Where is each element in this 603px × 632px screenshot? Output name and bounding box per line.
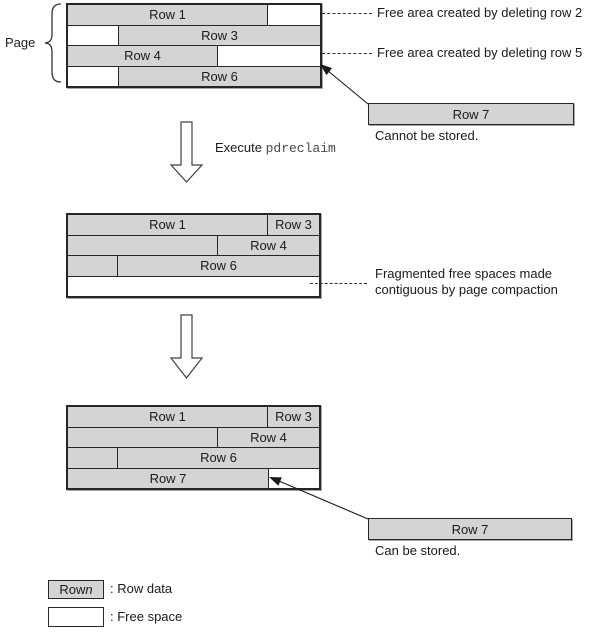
row-3-cell: Row 3 (267, 215, 319, 235)
leader-free-space (310, 283, 367, 284)
page-stage1: Row 1 Row 3 Row 4 Row 6 (66, 3, 322, 88)
annotation-fragmented-line2: contiguous by page compaction (375, 282, 558, 297)
stage2-line3: Row 6 (68, 255, 319, 276)
free-area-row5 (217, 46, 320, 66)
stage3-line2: Row 4 (68, 426, 319, 447)
down-block-arrow-1 (169, 121, 204, 183)
free-area-row2 (267, 5, 320, 25)
stage1-line2: Row 3 (68, 24, 320, 45)
page-brace (44, 3, 62, 83)
stage3-line3: Row 6 (68, 447, 319, 468)
stage2-line4 (68, 275, 319, 296)
row-6-cell: Row 6 (117, 448, 319, 468)
caption-can-be-stored: Can be stored. (375, 543, 461, 558)
row-3-continued-cell (68, 235, 217, 255)
free-area-left2 (68, 66, 118, 86)
row-4-continued-cell (68, 256, 117, 276)
legend-row-data-swatch: Row n (48, 580, 104, 599)
stage1-line4: Row 6 (68, 65, 320, 86)
arrow-cannot-be-stored (320, 64, 369, 105)
contiguous-free-space (68, 276, 319, 296)
row-3-cell: Row 3 (118, 25, 320, 45)
row-3-continued-cell (68, 427, 217, 447)
page-stage3: Row 1 Row 3 Row 4 Row 6 Row 7 (66, 405, 321, 490)
row-3-cell: Row 3 (267, 407, 319, 427)
execute-text: Execute (215, 140, 266, 155)
row-7-cell: Row 7 (68, 468, 268, 488)
row-4-cell: Row 4 (68, 46, 217, 66)
stage2-line1: Row 1 Row 3 (68, 215, 319, 235)
row7-stored-box: Row 7 (368, 518, 572, 540)
row-1-cell: Row 1 (68, 407, 267, 427)
stage1-line3: Row 4 (68, 45, 320, 66)
row-4-continued-cell (68, 448, 117, 468)
legend-free-space-swatch (48, 607, 104, 627)
stage3-line1: Row 1 Row 3 (68, 407, 319, 427)
pdreclaim-command: pdreclaim (265, 141, 336, 156)
row7-pending-box: Row 7 (368, 103, 574, 125)
page-stage2: Row 1 Row 3 Row 4 Row 6 (66, 213, 321, 298)
row-6-cell: Row 6 (118, 66, 320, 86)
row-1-cell: Row 1 (68, 215, 267, 235)
page-label: Page (5, 35, 36, 50)
stage1-line1: Row 1 (68, 5, 320, 25)
annotation-fragmented: Fragmented free spaces made contiguous b… (375, 266, 558, 298)
down-block-arrow-2 (169, 314, 204, 379)
legend-row-n: n (85, 582, 93, 597)
leader-row5 (322, 53, 372, 54)
stage2-line2: Row 4 (68, 234, 319, 255)
remaining-free-space (268, 468, 319, 488)
leader-row2 (322, 13, 372, 14)
row-6-cell: Row 6 (117, 256, 319, 276)
annotation-free-row5: Free area created by deleting row 5 (377, 45, 583, 60)
row-4-cell: Row 4 (217, 427, 319, 447)
caption-cannot-be-stored: Cannot be stored. (375, 128, 479, 143)
free-area-left (68, 25, 118, 45)
stage3-line4: Row 7 (68, 467, 319, 488)
legend-row-data-label: : Row data (110, 581, 173, 596)
execute-pdreclaim-label: Execute pdreclaim (215, 140, 336, 157)
row-4-cell: Row 4 (217, 235, 319, 255)
annotation-free-row2: Free area created by deleting row 2 (377, 5, 583, 20)
row-1-cell: Row 1 (68, 5, 267, 25)
legend-row-prefix: Row (59, 582, 86, 597)
legend-free-space-label: : Free space (110, 609, 183, 624)
annotation-fragmented-line1: Fragmented free spaces made (375, 266, 553, 281)
